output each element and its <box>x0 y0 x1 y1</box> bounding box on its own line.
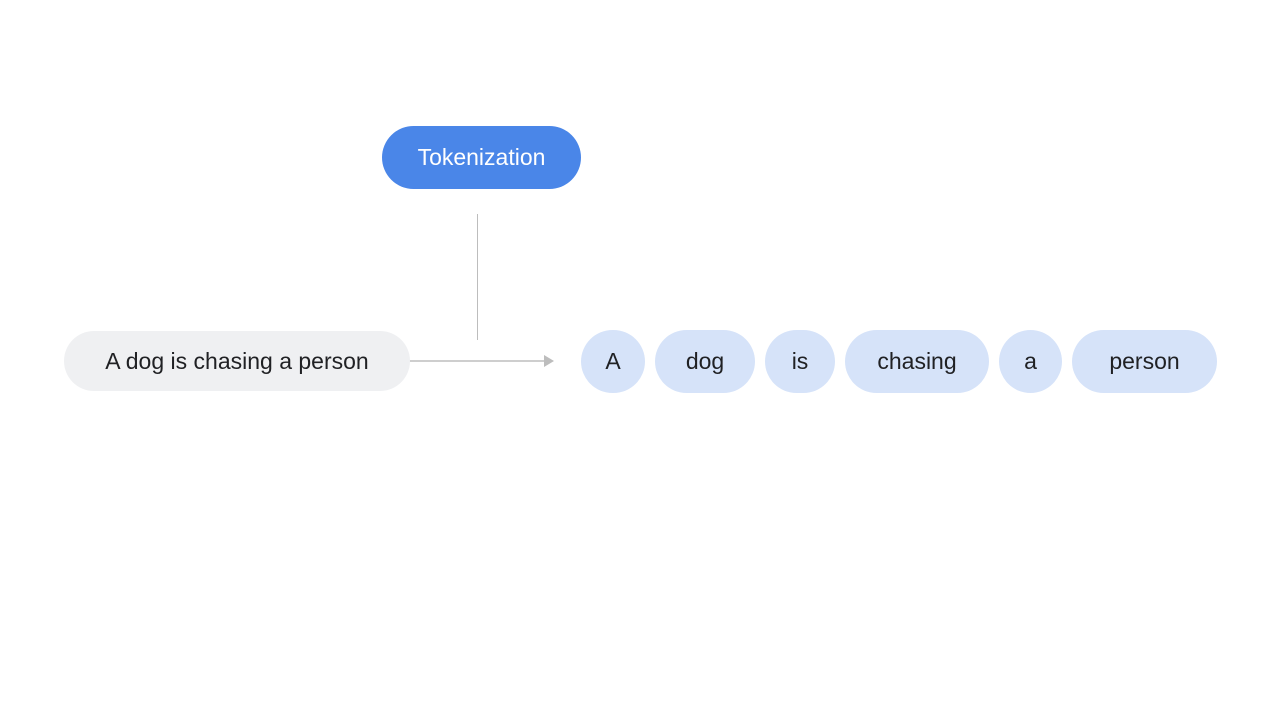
arrow-head <box>544 355 554 367</box>
input-sentence: A dog is chasing a person <box>64 331 410 391</box>
token-item: a <box>999 330 1062 393</box>
token-list: A dog is chasing a person <box>581 330 1217 393</box>
arrow-icon <box>408 355 554 367</box>
token-item: is <box>765 330 835 393</box>
token-item: A <box>581 330 645 393</box>
process-connector-line <box>477 214 478 340</box>
token-item: person <box>1072 330 1217 393</box>
tokenization-label: Tokenization <box>382 126 581 189</box>
token-item: chasing <box>845 330 989 393</box>
token-item: dog <box>655 330 755 393</box>
